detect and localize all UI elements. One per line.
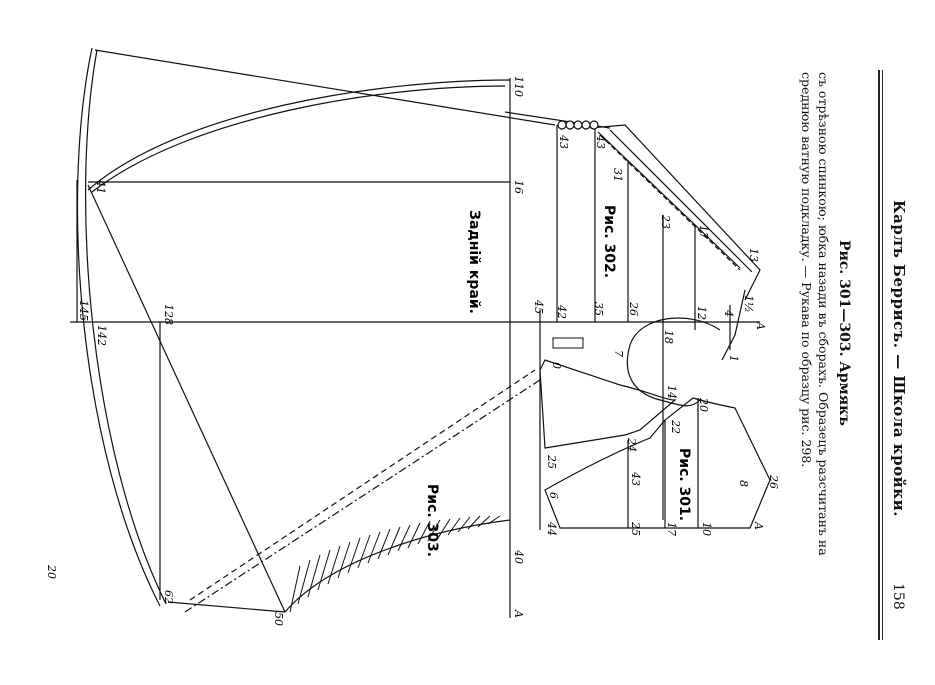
fig302-lower [539,359,677,449]
pt-12: 12 [695,306,708,320]
pt-42: 42 [555,304,568,319]
pt-1-5: 1½ [742,295,755,313]
pt-43a: 43 [557,134,570,149]
pt-8: 8 [737,480,750,487]
collar-1 [589,124,761,301]
diag-41-50 [87,184,286,613]
pt-A3: A [512,609,525,618]
pt-23: 23 [659,214,672,229]
fig301-outline [544,397,771,529]
pt-128: 128 [162,304,175,325]
hem-hatching [289,515,501,613]
pt-A2: A [752,521,765,530]
pt-13: 13 [747,248,760,262]
pt-16: 16 [512,180,525,194]
pt-62: 62 [162,590,175,604]
arc-top [87,79,511,191]
pt-142: 142 [95,325,108,346]
pt-22: 22 [669,419,682,434]
pt-43b: 43 [594,134,607,149]
pt-17b: 17 [665,522,678,536]
pt-25a: 25 [545,454,558,469]
pt-18: 18 [662,330,675,344]
point-labels: 110 16 45 42 35 26 12 4 A 43 43 31 23 17… [77,76,780,626]
pt-35: 35 [592,302,605,316]
dash-diag-2 [184,379,541,613]
header-rule-thick [878,70,880,640]
diag-top [94,49,556,126]
pt-50: 50 [272,612,285,626]
pt-4: 4 [722,309,735,317]
pocket-mark [552,337,584,349]
collar-2 [597,131,741,269]
pt-110: 110 [512,76,525,97]
pt-A1: A [754,321,767,330]
pt-24: 24 [625,437,638,452]
pt-0: 0 [550,362,563,369]
margin-number: 20 [45,564,58,579]
pt-17a: 17 [697,225,710,239]
armhole-upper [721,289,746,361]
pt-44: 44 [545,521,558,536]
neck-dash [599,134,741,271]
outer-curve [76,47,161,607]
hem-arc [284,519,511,613]
pt-43c: 43 [629,471,642,486]
label-back-edge: Задній край. [466,210,482,314]
pt-41: 41 [94,179,107,194]
label-fig301: Рис. 301. [676,448,692,521]
pt-31: 31 [611,168,624,182]
collar-3 [609,129,753,273]
pt-14: 14 [665,385,678,399]
pt-145: 145 [77,300,90,321]
pt-40: 40 [512,549,525,564]
buttons [557,120,599,130]
label-fig303: Рис. 303. [424,484,440,557]
pt-6: 6 [547,492,560,499]
line-62-50 [167,601,286,613]
outer-curve-inner [84,49,167,605]
dash-diag-1 [189,369,536,601]
pt-10: 10 [700,522,713,536]
pt-26: 26 [627,301,640,316]
pt-7: 7 [612,350,625,357]
header-rule-thin [882,70,883,640]
armhole [626,317,721,407]
pt-25b: 25 [629,521,642,536]
pt-20: 20 [697,397,710,412]
pt-26b: 26 [767,474,780,489]
arc-top-inner [91,85,506,193]
label-fig302: Рис. 302. [601,205,617,278]
pt-45a: 45 [532,299,545,314]
pt-1: 1 [727,355,740,362]
